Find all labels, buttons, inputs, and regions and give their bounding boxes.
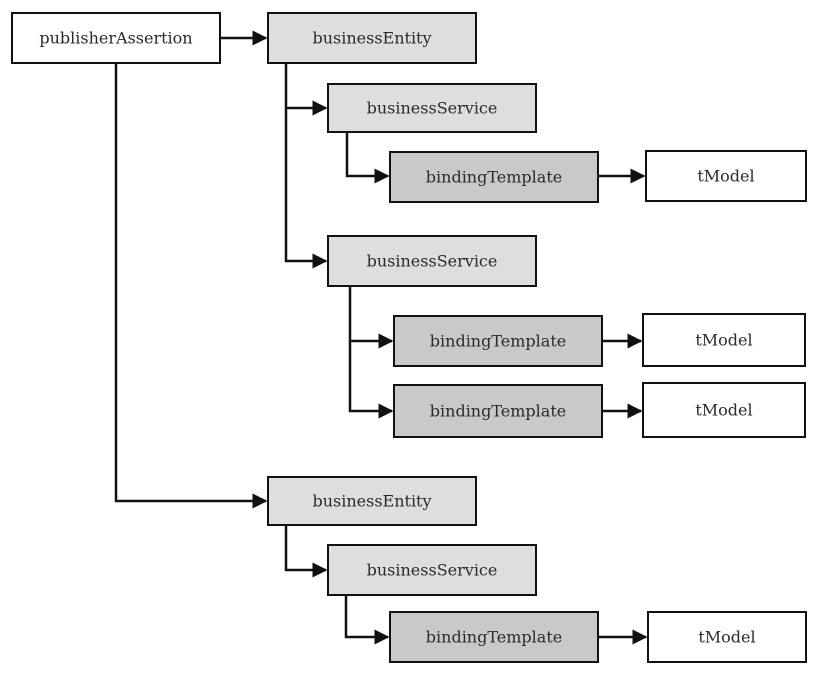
node-business-entity-1-box bbox=[267, 12, 477, 64]
node-binding-template-1-label: bindingTemplate bbox=[426, 168, 562, 187]
node-tmodel-1: tModel bbox=[645, 150, 807, 202]
node-tmodel-4-box bbox=[647, 611, 807, 663]
edge-entity-1-to-service-1 bbox=[284, 63, 328, 116]
node-business-service-2: businessService bbox=[327, 235, 537, 287]
edge-entity-1-to-service-2 bbox=[284, 108, 328, 269]
edge-service-2-to-binding-3 bbox=[348, 341, 394, 419]
node-binding-template-2-box bbox=[393, 315, 603, 367]
node-business-service-3-box bbox=[327, 544, 537, 596]
node-tmodel-1-label: tModel bbox=[697, 167, 754, 186]
node-tmodel-3-box bbox=[642, 382, 806, 438]
node-tmodel-2: tModel bbox=[642, 313, 806, 367]
node-tmodel-2-box bbox=[642, 313, 806, 367]
diagram-nodes: publisherAssertion businessEntity business… bbox=[11, 12, 807, 663]
node-tmodel-4: tModel bbox=[647, 611, 807, 663]
node-binding-template-2: bindingTemplate bbox=[393, 315, 603, 367]
node-binding-template-1-box bbox=[389, 151, 599, 203]
node-business-service-1-label: businessService bbox=[367, 99, 498, 118]
edge-assertion-to-entity-2 bbox=[114, 63, 268, 509]
connector-lines bbox=[114, 30, 648, 645]
node-tmodel-3-label: tModel bbox=[695, 401, 752, 420]
node-business-service-3-label: businessService bbox=[367, 561, 498, 580]
edge-service-2-to-binding-2 bbox=[348, 286, 394, 349]
node-publisher-assertion-label: publisherAssertion bbox=[39, 29, 192, 48]
node-business-service-3: businessService bbox=[327, 544, 537, 596]
node-binding-template-1: bindingTemplate bbox=[389, 151, 599, 203]
node-binding-template-4: bindingTemplate bbox=[389, 611, 599, 663]
edge-service-1-to-binding-1 bbox=[345, 132, 390, 184]
node-tmodel-4-label: tModel bbox=[698, 628, 755, 647]
node-publisher-assertion: publisherAssertion bbox=[11, 12, 221, 64]
node-binding-template-3-box bbox=[393, 384, 603, 438]
node-business-entity-2-label: businessEntity bbox=[312, 492, 431, 511]
edge-service-3-to-binding-4 bbox=[344, 595, 390, 645]
node-business-entity-2: businessEntity bbox=[267, 476, 477, 526]
node-business-service-1-box bbox=[327, 83, 537, 133]
node-binding-template-2-label: bindingTemplate bbox=[430, 332, 566, 351]
edge-entity-2-to-service-3 bbox=[284, 525, 328, 578]
node-business-entity-2-box bbox=[267, 476, 477, 526]
node-tmodel-3: tModel bbox=[642, 382, 806, 438]
node-business-service-2-label: businessService bbox=[367, 252, 498, 271]
node-business-entity-1: businessEntity bbox=[267, 12, 477, 64]
node-tmodel-2-label: tModel bbox=[695, 331, 752, 350]
node-binding-template-4-label: bindingTemplate bbox=[426, 628, 562, 647]
node-business-entity-1-label: businessEntity bbox=[312, 29, 431, 48]
node-binding-template-4-box bbox=[389, 611, 599, 663]
node-business-service-2-box bbox=[327, 235, 537, 287]
node-publisher-assertion-box bbox=[11, 12, 221, 64]
node-binding-template-3-label: bindingTemplate bbox=[430, 402, 566, 421]
node-binding-template-3: bindingTemplate bbox=[393, 384, 603, 438]
node-business-service-1: businessService bbox=[327, 83, 537, 133]
node-tmodel-1-box bbox=[645, 150, 807, 202]
